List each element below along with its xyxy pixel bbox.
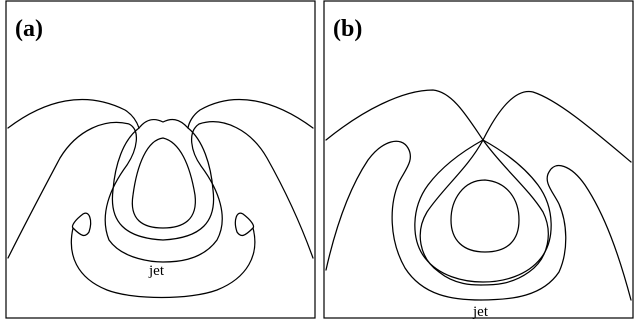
panel-b-right-tongue (480, 164, 632, 301)
panel-a-frame (5, 0, 316, 319)
panel-b-diagram: (b) jet (323, 0, 634, 319)
panel-b-jet-label: jet (472, 304, 489, 319)
panel-a: (a) jet (5, 0, 316, 319)
panel-a-left-tongue (71, 212, 92, 237)
panel-a-jet-label: jet (148, 263, 165, 279)
panel-a-top-saddle-cap (138, 118, 189, 129)
panel-b-left-upper-streamline (325, 89, 549, 286)
panel-a-right-tongue (234, 212, 255, 237)
panel-b-right-upper-streamline (419, 90, 632, 286)
panel-b-outer-loop (414, 139, 552, 283)
panel-a-jet-loop (7, 121, 314, 263)
panel-b: (b) jet (323, 0, 634, 319)
panel-b-left-tongue (325, 140, 482, 301)
panel-a-diagram: (a) jet (5, 0, 316, 319)
panel-a-middle-loop (111, 127, 215, 241)
panel-b-inner-loop (450, 179, 520, 253)
panel-b-label: (b) (333, 16, 362, 42)
panel-b-frame (323, 0, 634, 319)
panel-a-right-upper-streamline (187, 98, 314, 129)
panel-a-bottom-jet-arc (70, 227, 256, 299)
panel-a-label: (a) (15, 16, 43, 42)
panel-a-left-upper-streamline (7, 98, 140, 129)
panel-a-inner-loop (131, 137, 196, 229)
